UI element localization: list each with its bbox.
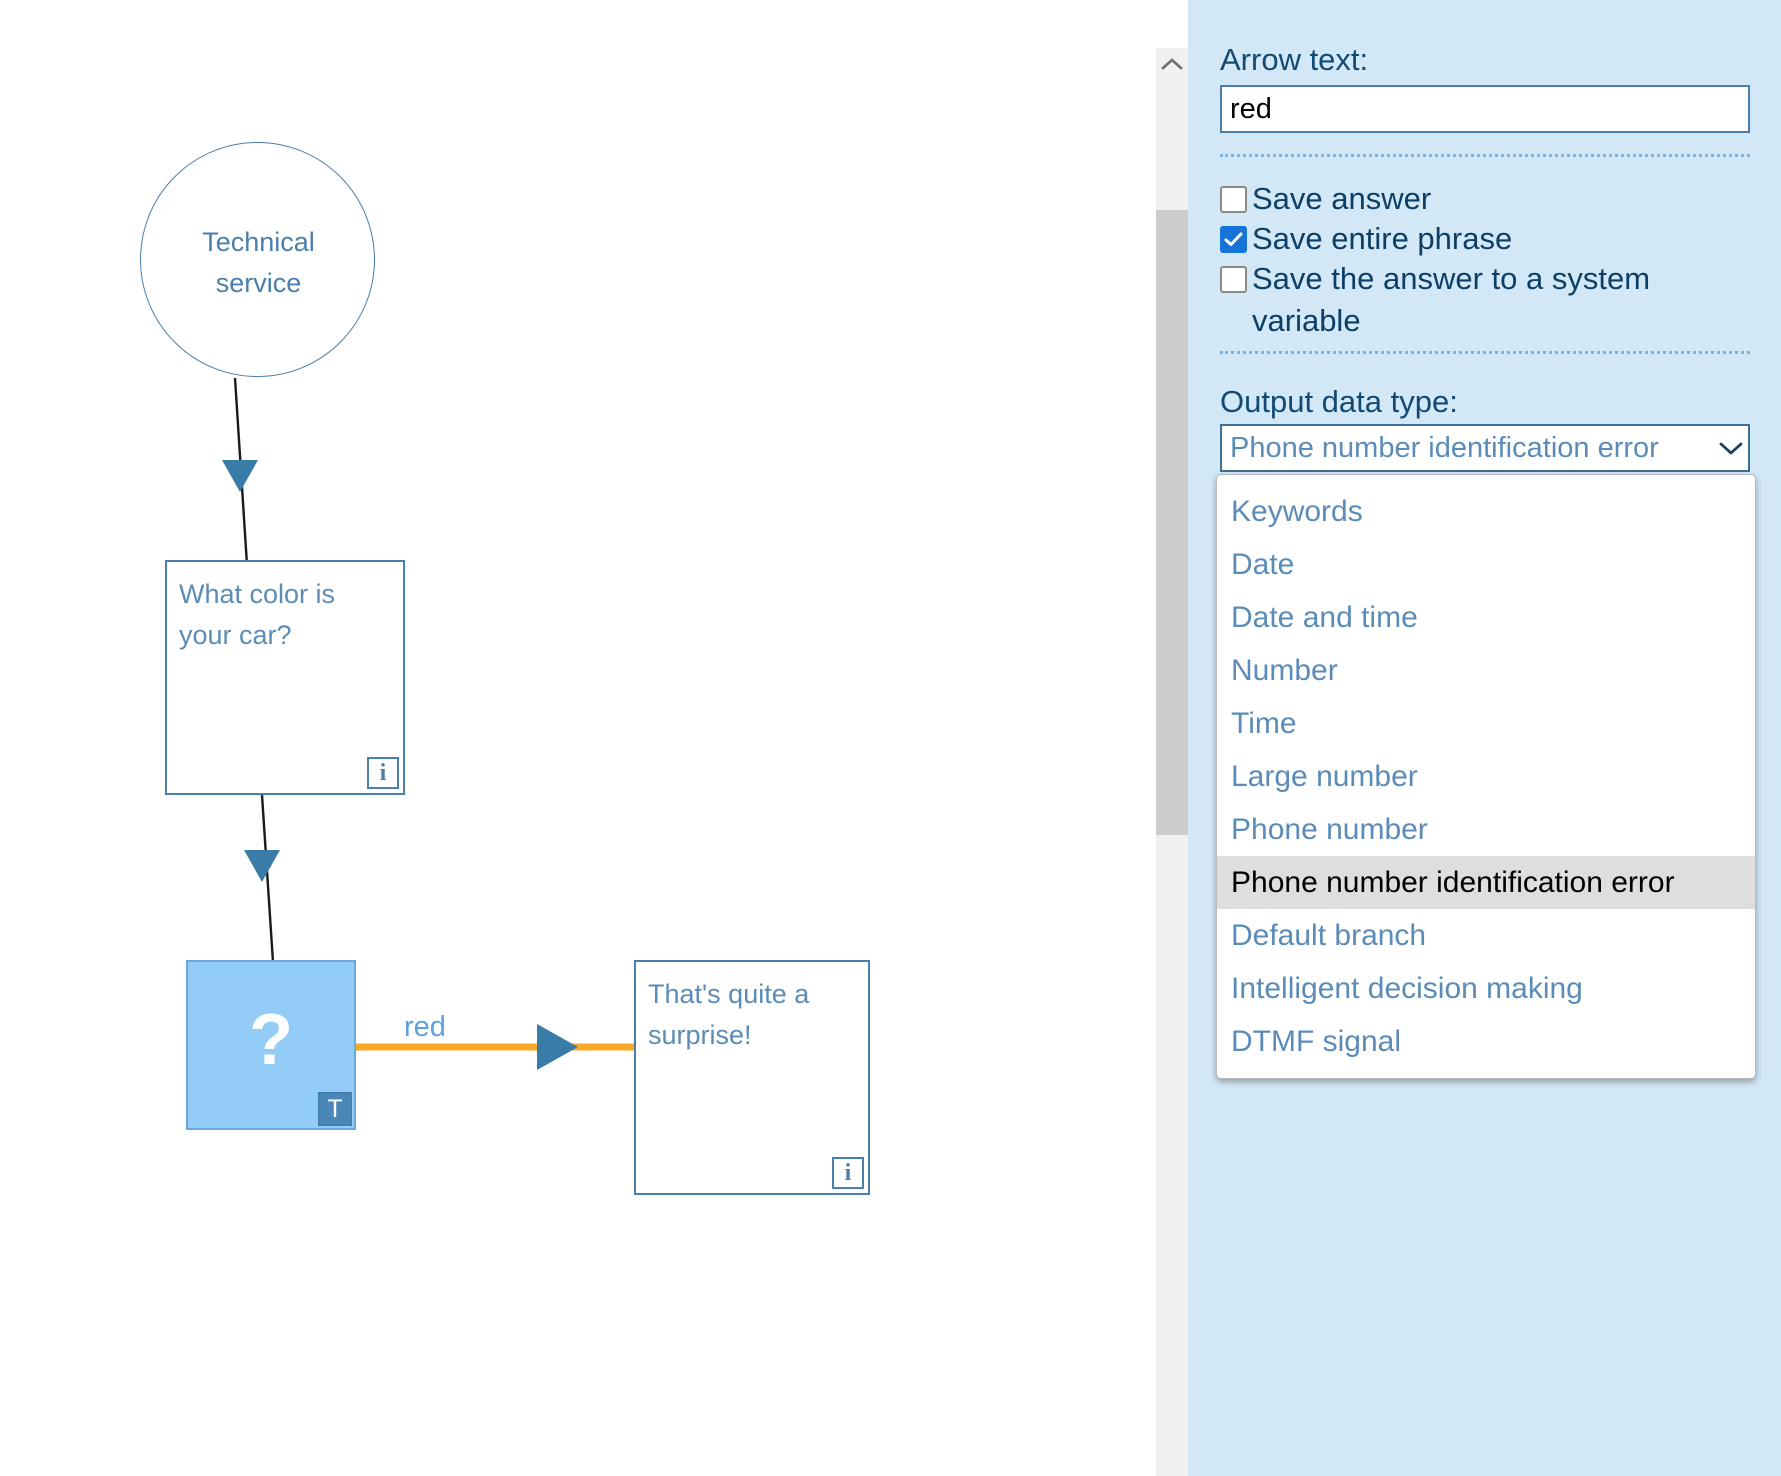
properties-panel: Arrow text: Save answer Save entire phra… [1188,0,1781,1476]
arrow-text-input[interactable] [1220,85,1750,133]
dropdown-option-date[interactable]: Date [1231,548,1295,581]
info-icon[interactable]: i [367,757,399,789]
label-line-2: service [215,268,302,298]
chevron-up-icon [1161,58,1183,70]
edge-label-red[interactable]: red [404,1011,446,1043]
flow-edges-layer [222,377,636,1070]
label-line-1: Technical [202,227,315,257]
edge-question-to-input[interactable] [260,794,275,963]
output-data-type-selected-value: Phone number identification error [1230,432,1659,464]
text-type-badge[interactable]: T [318,1092,352,1126]
node-technical-service[interactable]: Technical service [140,142,375,377]
scrollbar-top-gutter [1156,0,1188,48]
chevron-down-icon[interactable] [1714,441,1748,456]
dropdown-option-large-number[interactable]: Large number [1231,760,1418,793]
node-surprise-message[interactable]: That's quite a surprise! i [634,960,870,1195]
dropdown-option-phone-number-identification-error[interactable]: Phone number identification error [1217,856,1755,909]
node-question-message-label: What color is your car? [179,574,393,656]
dropdown-option-intelligent-decision-making[interactable]: Intelligent decision making [1231,972,1583,1005]
scrollbar-thumb[interactable] [1156,210,1188,835]
checkbox-save-entire-phrase[interactable] [1220,226,1247,253]
question-mark-icon: ? [249,1000,293,1080]
checkbox-row-save-entire-phrase[interactable]: Save entire phrase [1220,218,1722,260]
label-line-2: surprise! [648,1020,752,1050]
dropdown-option-time[interactable]: Time [1231,707,1297,740]
flow-canvas[interactable]: Technical service What color is your car? … [0,0,1156,1476]
node-surprise-message-label: That's quite a surprise! [648,974,858,1056]
node-user-input[interactable]: ? T [186,960,356,1130]
node-technical-service-label: Technical service [141,222,376,304]
checkbox-save-answer[interactable] [1220,186,1247,213]
dropdown-option-phone-number[interactable]: Phone number [1231,813,1428,846]
label-line-1: That's quite a [648,979,810,1009]
output-data-type-dropdown[interactable]: Keywords Date Date and time Number Time … [1216,474,1756,1079]
label-line-1: What color is [179,579,336,609]
dropdown-option-date-and-time[interactable]: Date and time [1231,601,1418,634]
info-icon-glyph: i [844,1160,852,1186]
check-icon [1224,232,1243,246]
arrow-text-label: Arrow text: [1220,42,1369,77]
edge-question-to-input-arrowhead [244,850,280,882]
edge-start-to-question-arrowhead [222,460,258,492]
section-divider-1 [1220,154,1750,157]
info-icon[interactable]: i [832,1157,864,1189]
checkbox-save-entire-phrase-label: Save entire phrase [1252,221,1513,256]
checkbox-save-to-system-variable[interactable] [1220,266,1247,293]
output-data-type-select[interactable]: Phone number identification error [1220,424,1750,472]
dropdown-option-dtmf-signal[interactable]: DTMF signal [1231,1025,1402,1058]
checkbox-save-to-system-variable-label: Save the answer to a system variable [1252,261,1651,338]
checkbox-row-save-answer[interactable]: Save answer [1220,178,1722,220]
checkbox-row-save-to-system-variable[interactable]: Save the answer to a system variable [1220,258,1722,342]
output-data-type-label: Output data type: [1220,384,1458,419]
edge-input-to-surprise-arrowhead [537,1024,578,1070]
label-line-2: your car? [179,620,292,650]
node-question-message[interactable]: What color is your car? i [165,560,405,795]
dropdown-option-number[interactable]: Number [1231,654,1338,687]
scroll-up-button[interactable] [1156,48,1188,80]
info-icon-glyph: i [379,760,387,786]
dropdown-option-keywords[interactable]: Keywords [1231,495,1363,528]
section-divider-2 [1220,351,1750,354]
dropdown-option-default-branch[interactable]: Default branch [1231,919,1427,952]
checkbox-save-answer-label: Save answer [1252,181,1432,216]
panel-scrollbar[interactable] [1156,48,1188,1476]
